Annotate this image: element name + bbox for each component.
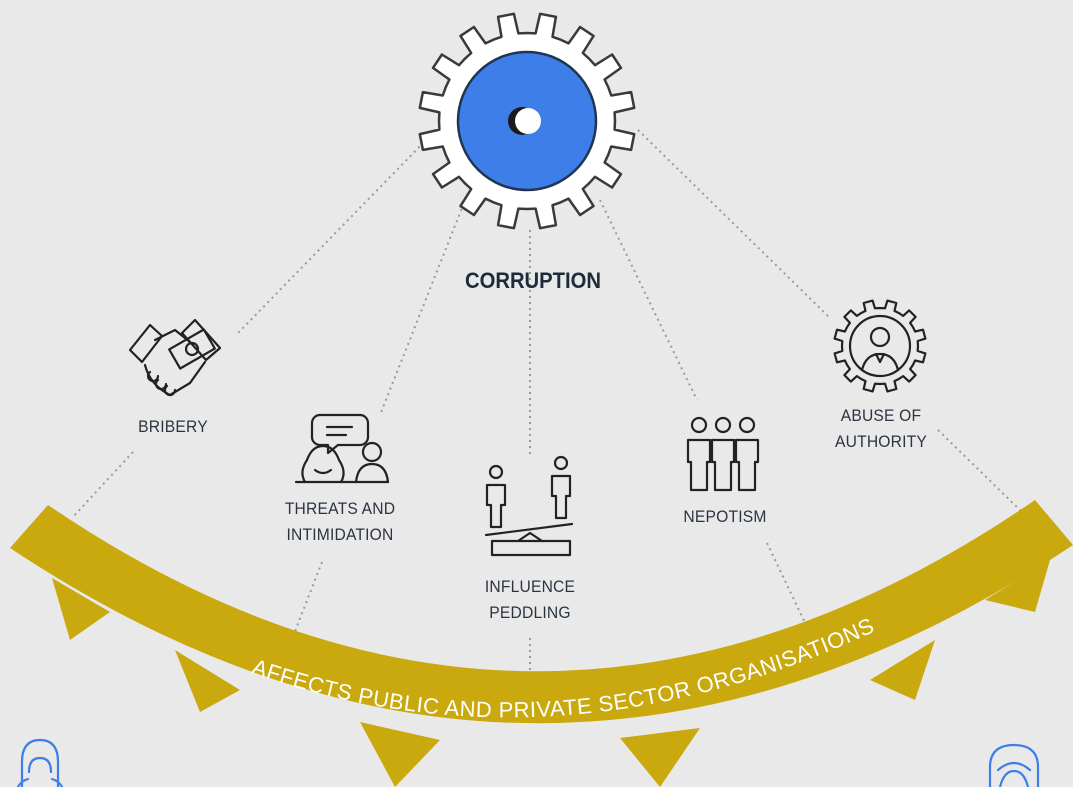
label-abuse: ABUSE OF AUTHORITY <box>812 403 950 455</box>
woman-icon <box>16 738 64 787</box>
banner-body <box>10 500 1073 724</box>
handshake-money-icon <box>128 318 222 397</box>
connector-threats-bottom <box>286 561 323 653</box>
gear-person-icon <box>833 299 927 393</box>
connector-nepotism-top <box>599 199 698 401</box>
label-abuse-line-1: ABUSE OF <box>840 406 922 425</box>
page-title: CORRUPTION <box>464 268 602 293</box>
curved-banner: AFFECTS PUBLIC AND PRIVATE SECTOR ORGANI… <box>10 500 1073 787</box>
connector-bribery-bottom <box>71 451 134 519</box>
label-abuse-line-2: AUTHORITY <box>834 432 928 451</box>
banner-arrow-1 <box>52 578 110 640</box>
gear-hub <box>515 108 541 134</box>
woman-icon <box>988 743 1040 787</box>
connector-threats-top <box>379 197 467 416</box>
gear-icon <box>418 12 636 230</box>
label-nepotism-line-1: NEPOTISM <box>683 507 767 526</box>
label-influence: INFLUENCE PEDDLING <box>461 574 599 626</box>
label-influence-line-2: PEDDLING <box>489 603 571 622</box>
banner-arrow-5 <box>870 640 935 700</box>
label-threats-line-1: THREATS AND <box>284 499 396 518</box>
label-threats-line-2: INTIMIDATION <box>286 525 394 544</box>
label-bribery: BRIBERY <box>122 414 223 440</box>
banner-arrow-6 <box>985 560 1050 612</box>
balance-people-icon <box>484 455 574 557</box>
label-threats: THREATS AND INTIMIDATION <box>262 496 418 548</box>
banner-arrow-2 <box>175 650 240 712</box>
connector-abuse-top <box>637 129 831 319</box>
label-bribery-line-1: BRIBERY <box>138 417 208 436</box>
banner-arrow-4 <box>620 728 700 787</box>
family-group-icon <box>686 416 760 492</box>
label-nepotism: NEPOTISM <box>665 504 785 530</box>
connector-nepotism-bottom <box>766 542 819 651</box>
label-influence-line-1: INFLUENCE <box>484 577 576 596</box>
connector-lines <box>71 129 1023 700</box>
threatening-figure-icon <box>294 413 390 484</box>
connector-abuse-bottom <box>937 429 1023 513</box>
banner-arrow-3 <box>360 722 440 787</box>
connector-bribery-top <box>237 137 429 334</box>
